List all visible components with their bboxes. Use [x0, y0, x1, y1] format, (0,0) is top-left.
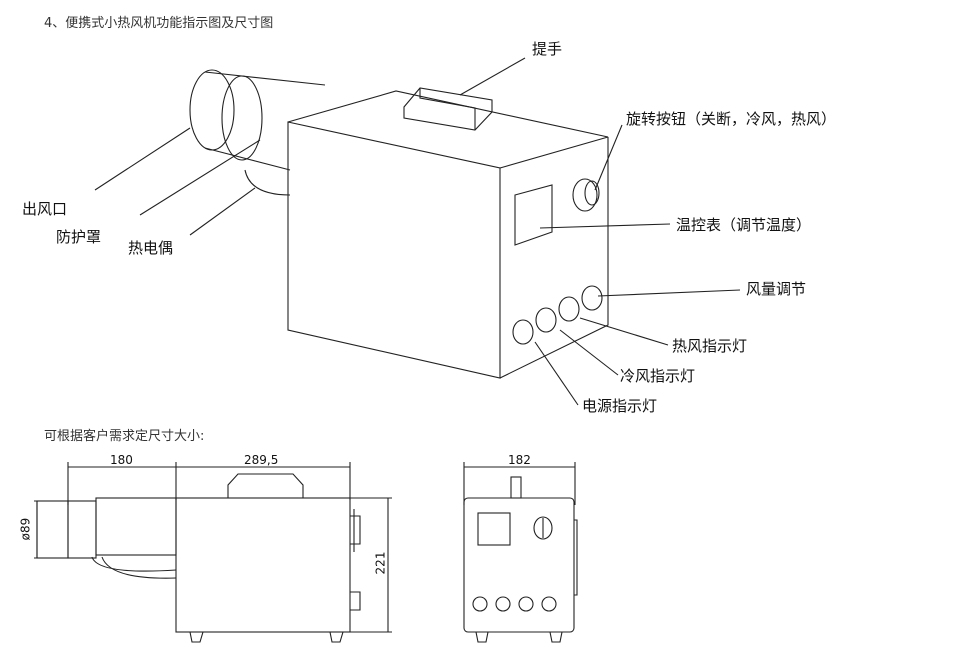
- label-hot-light: 热风指示灯: [672, 337, 748, 355]
- label-cold-light: 冷风指示灯: [620, 367, 696, 385]
- dim-height: 221: [373, 551, 388, 575]
- section-heading: 4、便携式小热风机功能指示图及尺寸图: [44, 16, 274, 31]
- label-thermostat: 温控表（调节温度）: [676, 216, 812, 234]
- sub-heading: 可根据客户需求定尺寸大小:: [44, 429, 205, 444]
- dim-body-length: 289,5: [244, 453, 279, 467]
- label-power-light: 电源指示灯: [582, 397, 658, 415]
- thermostat-display: [514, 184, 553, 246]
- label-thermocouple: 热电偶: [128, 239, 174, 257]
- dim-width: 182: [508, 453, 531, 467]
- label-knob: 旋转按钮（关断，冷风，热风）: [626, 110, 837, 128]
- label-airflow: 风量调节: [746, 280, 807, 298]
- side-body: [175, 497, 351, 633]
- front-display: [477, 512, 511, 546]
- box-top: [287, 90, 609, 169]
- box-front: [499, 137, 609, 379]
- label-outlet: 出风口: [22, 200, 68, 218]
- dim-nozzle-length: 180: [110, 453, 133, 467]
- label-guard: 防护罩: [56, 228, 102, 246]
- dim-diameter: ø89: [18, 517, 33, 541]
- label-handle: 提手: [532, 40, 563, 58]
- front-body: [463, 497, 575, 633]
